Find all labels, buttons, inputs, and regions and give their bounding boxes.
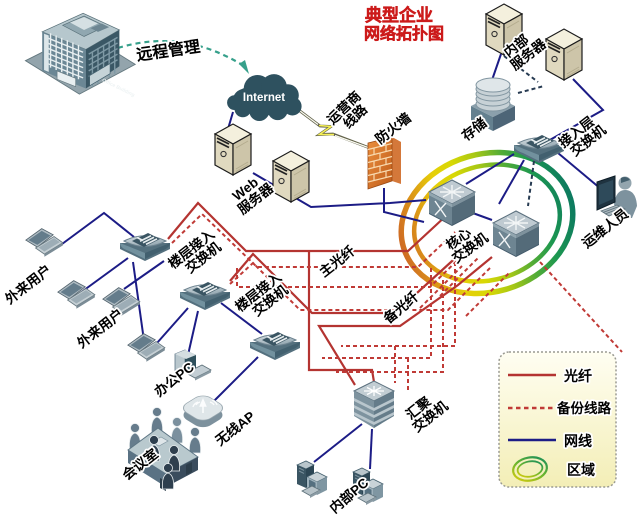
svg-text:备份线路: 备份线路 <box>556 400 611 416</box>
svg-text:典型企业: 典型企业 <box>365 5 433 25</box>
svg-text:区域: 区域 <box>567 462 595 478</box>
svg-text:办公PC: 办公PC <box>151 359 197 400</box>
svg-text:Internet: Internet <box>243 92 285 104</box>
svg-text:远程管理: 远程管理 <box>135 37 201 65</box>
svg-text:网线: 网线 <box>564 433 592 449</box>
svg-text:网络拓扑图: 网络拓扑图 <box>364 24 444 43</box>
svg-text:备光纤: 备光纤 <box>379 288 421 327</box>
svg-text:Office Building: Office Building <box>101 78 136 99</box>
svg-text:外来用户: 外来用户 <box>2 261 54 307</box>
svg-text:光纤: 光纤 <box>563 368 592 384</box>
svg-text:外来用户: 外来用户 <box>74 305 126 351</box>
svg-text:主光纤: 主光纤 <box>316 242 358 280</box>
